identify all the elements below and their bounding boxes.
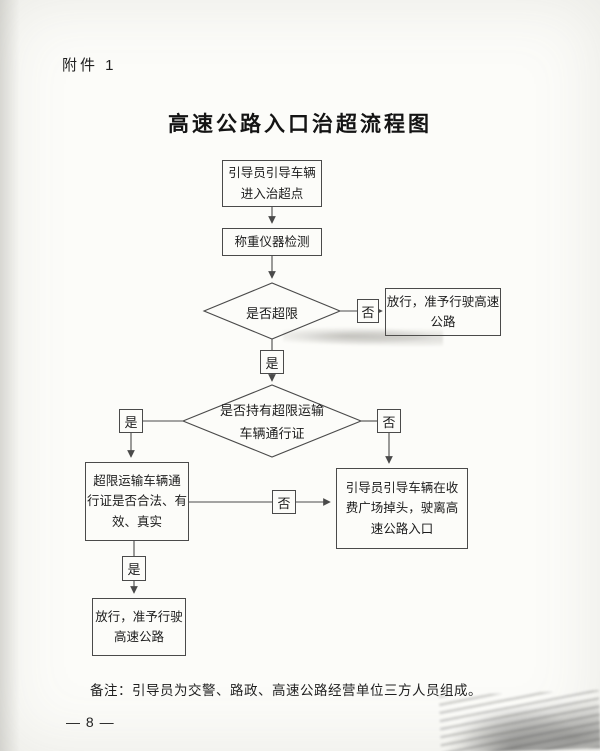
scan-smudge-artifact [283, 326, 443, 346]
flow-node-turn-around: 引导员引导车辆在收 费广场掉头，驶离高 速公路入口 [336, 468, 468, 549]
decision-overlimit-text: 是否超限 [245, 306, 298, 321]
attachment-label: 附件 1 [62, 57, 117, 74]
decision-diamond-shapes [181, 282, 363, 458]
footnote: 备注：引导员为交警、路政、高速公路经营单位三方人员组成。 [90, 683, 482, 698]
branch-label-yes-2: 是 [119, 409, 143, 433]
flow-node-permit-check: 超限运输车辆通 行证是否合法、有 效、真实 [85, 462, 189, 541]
flow-node-weighing: 称重仪器检测 [222, 228, 322, 256]
page-number: — 8 — [66, 714, 115, 730]
flow-node-entry: 引导员引导车辆 进入治超点 [222, 160, 322, 207]
decision-permit-text: 是否持有超限运输 车辆通行证 [219, 403, 324, 442]
flow-node-release-top: 放行，准予行驶高速 公路 [385, 288, 501, 336]
branch-label-yes-1: 是 [260, 350, 284, 374]
branch-label-no-3: 否 [272, 490, 296, 514]
branch-label-no-1: 否 [357, 299, 379, 323]
flow-arrows [127, 207, 393, 594]
branch-label-no-2: 否 [377, 409, 401, 433]
scan-edge-shadow [0, 0, 20, 751]
flow-node-release-bottom: 放行，准予行驶 高速公路 [92, 598, 186, 656]
page-title: 高速公路入口治超流程图 [168, 113, 432, 136]
scan-corner-artifact [439, 690, 600, 751]
branch-label-yes-3: 是 [122, 556, 146, 581]
